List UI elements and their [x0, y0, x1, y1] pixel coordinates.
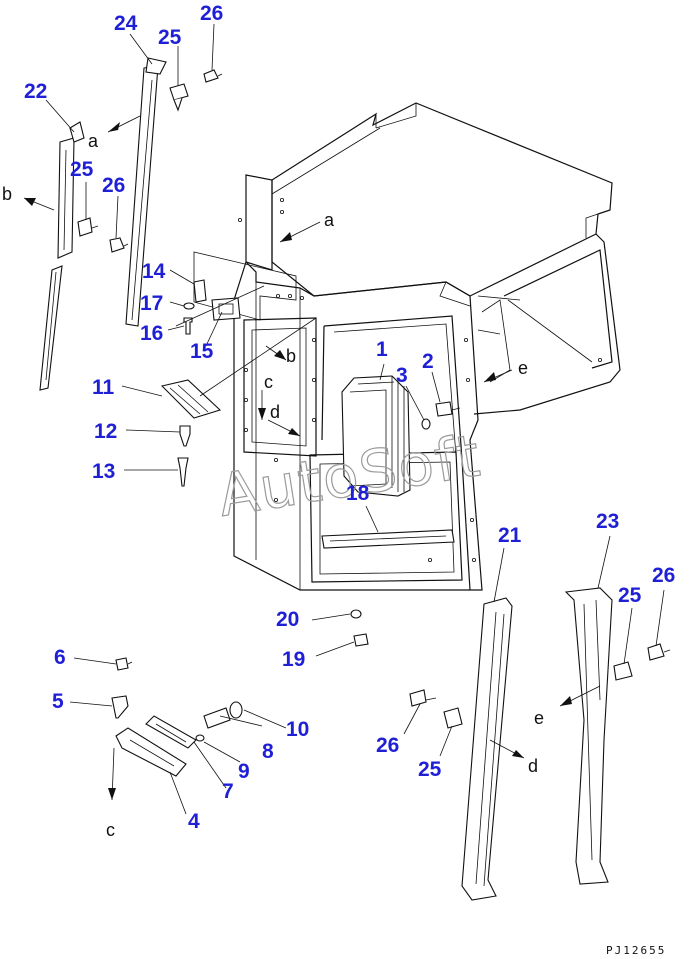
- handle-parts: [115, 715, 197, 777]
- ref-a-top: a: [88, 131, 99, 151]
- part-number-25-bottom: 25: [418, 758, 442, 781]
- ref-c-cab: c: [264, 372, 273, 392]
- part-number-26-left: 26: [102, 174, 125, 197]
- cab-body: [193, 102, 621, 591]
- reference-arrows: [23, 115, 601, 801]
- part-number-4: 4: [188, 810, 200, 833]
- latch-group: [183, 279, 241, 335]
- ref-b-cab: b: [286, 346, 296, 366]
- part-number-9: 9: [238, 760, 250, 783]
- part-24-trim: [125, 57, 167, 327]
- part-number-6: 6: [54, 646, 66, 669]
- leader-lines: [45, 23, 665, 815]
- part-number-22: 22: [24, 80, 47, 103]
- part-number-3: 3: [396, 364, 408, 387]
- part-number-24: 24: [114, 12, 138, 35]
- part-number-14: 14: [142, 260, 166, 283]
- part-numbers: 24 25 26 22 25 26 14 17 16 15 11 12 13 1…: [24, 2, 675, 833]
- part-number-11: 11: [92, 376, 115, 399]
- part-11-strip: [160, 379, 222, 419]
- ref-a-cab: a: [324, 210, 335, 230]
- part-number-18: 18: [346, 482, 370, 505]
- part-number-8: 8: [262, 740, 274, 763]
- part-number-26-top: 26: [200, 2, 223, 25]
- ref-d-cab: d: [270, 402, 280, 422]
- fasteners: [77, 69, 671, 742]
- part-number-21: 21: [498, 524, 522, 547]
- part-number-2: 2: [422, 350, 434, 373]
- part-number-7: 7: [222, 780, 234, 803]
- part-number-13: 13: [92, 460, 115, 483]
- part-number-19: 19: [282, 648, 305, 671]
- part-number-12: 12: [94, 420, 117, 443]
- part-number-5: 5: [52, 690, 64, 713]
- ref-c-bottom: c: [106, 820, 115, 840]
- part-21-pillar: [461, 597, 513, 901]
- part-number-20: 20: [276, 608, 299, 631]
- ref-e-bottom: e: [534, 708, 544, 728]
- part-number-10: 10: [286, 718, 309, 741]
- part-1-glass: [341, 375, 411, 497]
- part-number-25-right: 25: [618, 584, 642, 607]
- part-22-trim: [39, 121, 85, 391]
- part-number-16: 16: [140, 322, 163, 345]
- part-number-26-right: 26: [652, 564, 675, 587]
- part-number-1: 1: [376, 338, 388, 361]
- ref-b-left: b: [2, 184, 12, 204]
- part-number-25-top: 25: [158, 26, 182, 49]
- part-number-17: 17: [140, 292, 163, 315]
- part-number-25-left: 25: [70, 158, 94, 181]
- part-number-15: 15: [190, 340, 214, 363]
- part-18-rail: [321, 529, 455, 549]
- part-number-26-bottom: 26: [376, 734, 399, 757]
- part-number-23: 23: [596, 510, 619, 533]
- ref-e-cab: e: [518, 358, 528, 378]
- reference-letters: a a b b c c d d e e: [2, 131, 544, 840]
- part-23-pillar: [564, 587, 613, 885]
- ref-d-bottom: d: [528, 756, 538, 776]
- diagram-code: PJ12655: [606, 944, 666, 957]
